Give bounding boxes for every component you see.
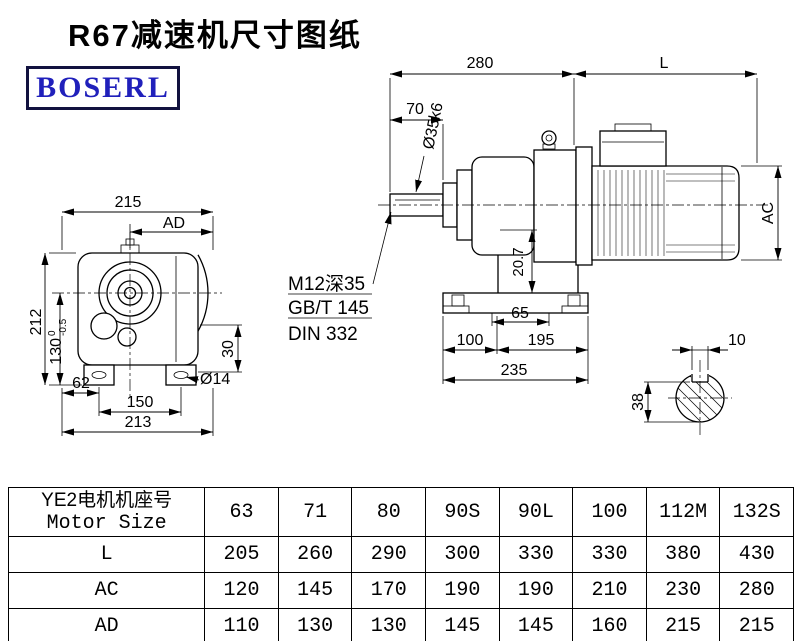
motor-fins [597,167,735,259]
size-header: 90S [425,487,500,537]
left-foot [83,364,115,386]
size-header: 112M [645,487,721,537]
cell: 290 [351,536,427,573]
note-m12: M12深35 [288,273,365,295]
left-foot-hole [91,371,107,379]
front-view: 215 AD 212 130 0 -0.5 62 [28,194,242,436]
dim-front-dia14: Ø14 [200,371,230,388]
motor-size-label-en: Motor Size [46,512,167,535]
brand-logo: BOSERL [26,66,180,110]
base-slot-left [451,294,465,307]
size-header: 63 [204,487,279,537]
note-din: DIN 332 [288,324,358,345]
eyebolt [541,130,557,146]
table-header-row: YE2电机机座号 Motor Size 63 71 80 90S 90L 100… [7,487,794,537]
size-header: 100 [572,487,647,537]
thread-note: M12深35 GB/T 145 DIN 332 [288,211,392,345]
page-title: R67减速机尺寸图纸 [68,18,362,53]
dim-front-150: 150 [127,394,154,411]
row-label: AC [7,572,206,609]
cell: 190 [498,572,574,609]
cell: 430 [719,536,794,573]
table-row-L: L 205 260 290 300 330 330 380 430 [7,536,794,573]
dim-front-ad: AD [163,215,185,232]
cell: 160 [572,608,647,641]
dim-side-ac: AC [760,202,777,224]
note-gbt: GB/T 145 [288,298,369,319]
dim-side-195: 195 [528,332,555,349]
dim-side-207: 20.7 [510,247,527,276]
dim-side-L: L [660,55,669,72]
dimension-table: YE2电机机座号 Motor Size 63 71 80 90S 90L 100… [7,487,794,641]
gearbox-housing [471,156,535,256]
cell: 260 [277,536,353,573]
cell: 215 [719,608,794,641]
cell: 190 [425,572,500,609]
technical-drawing: 215 AD 212 130 0 -0.5 62 [28,55,782,436]
cell: 130 [351,608,427,641]
motor-size-label-cell: YE2电机机座号 Motor Size [7,487,206,537]
motor-size-label-cn: YE2电机机座号 [41,490,173,511]
cell: 145 [498,608,574,641]
secondary-shaft-circle [90,312,118,340]
cell: 300 [425,536,500,573]
shaft-section-detail: 10 38 [630,332,746,436]
side-view: 280 L 70 Ø35k6 AC 20.7 [288,55,782,384]
base-slot-right [567,294,581,307]
right-foot-hole [173,371,189,379]
dim-key-height: 38 [630,393,647,411]
table-row-AC: AC 120 145 170 190 190 210 230 280 [7,572,794,609]
dim-side-280: 280 [467,55,494,72]
dim-side-65: 65 [511,305,529,322]
cell: 330 [572,536,647,573]
motor-flange [575,146,593,266]
cell: 380 [645,536,721,573]
dim-front-130-upper-tol: 0 [47,330,58,336]
cell: 205 [204,536,279,573]
right-foot [165,364,197,386]
dim-front-130-lower-tol: -0.5 [58,318,69,336]
dim-front-213: 213 [125,414,152,431]
cell: 330 [498,536,574,573]
cell: 170 [351,572,427,609]
dim-front-height: 212 [28,309,45,336]
dim-front-width: 215 [115,194,142,211]
dimension-table-wrap: YE2电机机座号 Motor Size 63 71 80 90S 90L 100… [7,487,794,641]
cell: 230 [645,572,721,609]
table-row-AD: AD 110 130 130 145 145 160 215 215 [7,608,794,641]
row-label: AD [7,608,206,641]
cell: 120 [204,572,279,609]
size-header: 132S [719,487,794,537]
cell: 215 [645,608,721,641]
row-label: L [7,536,206,573]
dim-side-70: 70 [406,101,424,118]
dim-front-130: 130 [48,338,65,365]
dim-side-100: 100 [457,332,484,349]
dim-side-235: 235 [501,362,528,379]
cell: 280 [719,572,794,609]
size-header: 71 [277,487,353,537]
dim-front-30: 30 [220,340,237,358]
size-header: 80 [351,487,427,537]
cell: 210 [572,572,647,609]
cell: 145 [425,608,500,641]
motor-body [591,165,740,261]
size-header: 90L [498,487,574,537]
cell: 145 [277,572,353,609]
terminal-box [599,130,667,167]
dim-front-62: 62 [72,375,90,392]
cell: 110 [204,608,279,641]
mounting-base [442,292,589,314]
dim-key-width: 10 [728,332,746,349]
cell: 130 [277,608,353,641]
